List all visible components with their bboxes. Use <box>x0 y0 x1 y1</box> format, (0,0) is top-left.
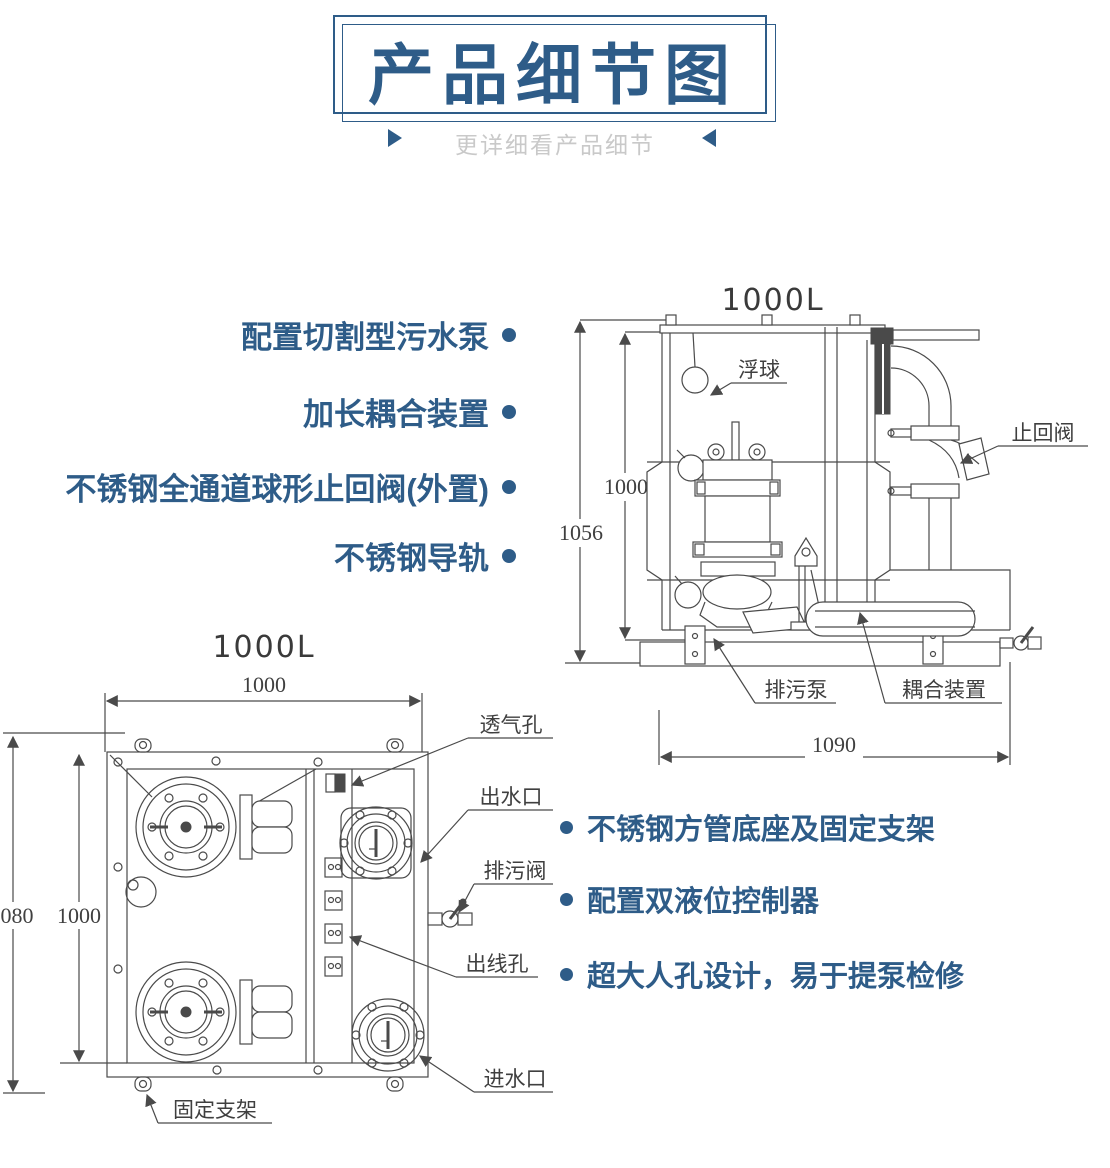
water-inlet-port <box>351 998 425 1072</box>
coupling-base <box>805 601 976 637</box>
feature-item: 配置切割型污水泵 <box>0 312 516 357</box>
feature-item: 不锈钢导轨 <box>0 533 516 578</box>
feature-item: 超大人孔设计，易于提泵检修 <box>560 953 1110 995</box>
bullet-icon <box>502 548 516 563</box>
label-cable-hole: 出线孔 <box>348 935 538 978</box>
label-sewage-pump: 排污泵 <box>713 637 836 704</box>
feature-label: 配置双液位控制器 <box>587 886 820 918</box>
svg-text:1090: 1090 <box>812 732 856 757</box>
capacity-label: 1000L <box>212 630 315 665</box>
label-coupling-device: 耦合装置 <box>857 611 1002 704</box>
vent-hole <box>325 773 346 793</box>
svg-text:1000: 1000 <box>57 903 101 928</box>
svg-text:1000: 1000 <box>242 672 286 697</box>
label-drain-valve: 排污阀 <box>458 859 553 914</box>
label-water-outlet: 出水口 <box>420 785 553 863</box>
title-frame-inner <box>342 24 776 122</box>
tank-frame <box>106 738 429 1092</box>
cable-glands <box>324 857 343 977</box>
bullet-icon <box>560 820 573 834</box>
label-float-ball: 浮球 <box>709 358 787 396</box>
subtitle-right-triangle-icon <box>388 129 402 147</box>
discharge-pipe <box>870 327 990 570</box>
sewage-pump <box>692 421 808 634</box>
dim-height-outer: 1056 <box>558 319 695 664</box>
feature-item: 加长耦合装置 <box>0 389 516 434</box>
feature-label: 不锈钢方管底座及固定支架 <box>587 814 936 846</box>
label-vent-hole: 透气孔 <box>350 713 553 787</box>
dim-height-outer: 080 <box>0 732 125 1094</box>
float-balls <box>674 332 709 609</box>
bullet-icon <box>502 327 516 342</box>
side-view-diagram: 1000L 1056 1000 1090 <box>558 283 1088 765</box>
feature-item: 配置双液位控制器 <box>560 878 1110 920</box>
svg-text:1056: 1056 <box>559 520 603 545</box>
dim-height-inner: 1000 <box>601 331 695 641</box>
feature-label: 不锈钢导轨 <box>334 541 489 576</box>
pump-top-view <box>135 961 293 1063</box>
svg-text:进水口: 进水口 <box>484 1067 547 1091</box>
bullet-icon <box>560 892 573 906</box>
svg-text:止回阀: 止回阀 <box>1012 421 1075 445</box>
guide-rail <box>814 327 848 631</box>
drain-valve <box>427 898 473 928</box>
feature-item: 不锈钢方管底座及固定支架 <box>560 806 1110 848</box>
label-check-valve: 止回阀 <box>959 421 1088 464</box>
title-frame-outer <box>333 15 767 114</box>
dim-width-top: 1000 <box>104 672 423 752</box>
svg-text:出线孔: 出线孔 <box>466 952 529 976</box>
feature-label: 加长耦合装置 <box>303 397 489 432</box>
svg-text:排污阀: 排污阀 <box>484 859 547 883</box>
svg-text:固定支架: 固定支架 <box>173 1098 257 1122</box>
svg-text:透气孔: 透气孔 <box>480 713 543 737</box>
svg-text:出水口: 出水口 <box>480 785 543 809</box>
svg-text:排污泵: 排污泵 <box>765 678 828 702</box>
bullet-icon <box>502 479 516 494</box>
top-view-diagram: 1000L 1000 080 1000 <box>0 630 553 1124</box>
label-fixing-bracket: 固定支架 <box>145 1093 272 1124</box>
page-title: 产品细节图 <box>368 38 738 112</box>
page-subtitle: 更详细看产品细节 <box>455 132 655 158</box>
feature-label: 不锈钢全通道球形止回阀(外置) <box>65 472 489 507</box>
base-drain-valve <box>999 626 1042 651</box>
feature-item: 不锈钢全通道球形止回阀(外置) <box>0 464 516 509</box>
water-outlet-port <box>339 806 413 880</box>
feature-label: 配置切割型污水泵 <box>241 320 489 355</box>
bullet-icon <box>560 967 573 981</box>
feature-label: 超大人孔设计，易于提泵检修 <box>587 961 965 993</box>
pump-top-view <box>135 776 293 878</box>
svg-text:1000: 1000 <box>604 474 648 499</box>
label-water-inlet: 进水口 <box>419 1055 553 1093</box>
dim-width-bottom: 1090 <box>658 662 1011 765</box>
svg-text:耦合装置: 耦合装置 <box>902 678 986 702</box>
subtitle-left-triangle-icon <box>702 129 716 147</box>
base-frame <box>639 625 1001 667</box>
capacity-label: 1000L <box>721 283 824 318</box>
dim-height-inner: 1000 <box>54 753 127 1064</box>
bullet-icon <box>502 404 516 419</box>
svg-text:080: 080 <box>1 903 34 928</box>
svg-text:浮球: 浮球 <box>738 358 780 382</box>
